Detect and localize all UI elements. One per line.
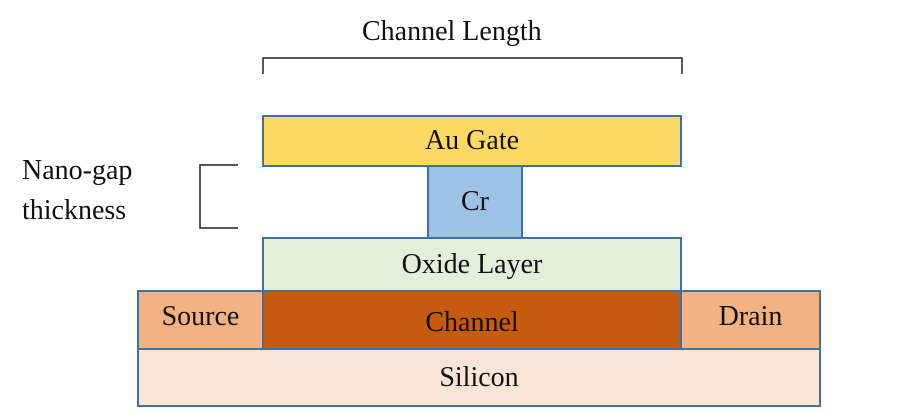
nano-gap-label-line1: Nano-gap: [22, 155, 133, 186]
oxide-layer: Oxide Layer: [262, 237, 682, 292]
drain-region: Drain: [680, 290, 821, 350]
au-gate-layer: Au Gate: [262, 115, 682, 167]
channel-region: Channel: [262, 290, 682, 350]
cr-layer: Cr: [427, 167, 523, 237]
silicon-label: Silicon: [439, 361, 519, 393]
silicon-substrate: Silicon: [137, 348, 821, 407]
nano-gap-label-line2: thickness: [22, 195, 127, 226]
au-gate-label: Au Gate: [424, 125, 520, 156]
channel-length-label: Channel Length: [362, 16, 542, 47]
nano-gap-bracket: [199, 164, 238, 229]
oxide-layer-label: Oxide Layer: [401, 248, 543, 280]
source-region: Source: [137, 290, 264, 350]
channel-length-bracket: [262, 57, 683, 74]
source-label: Source: [161, 301, 240, 332]
drain-label: Drain: [718, 301, 783, 332]
cr-label: Cr: [461, 186, 489, 217]
channel-label: Channel: [425, 307, 519, 338]
